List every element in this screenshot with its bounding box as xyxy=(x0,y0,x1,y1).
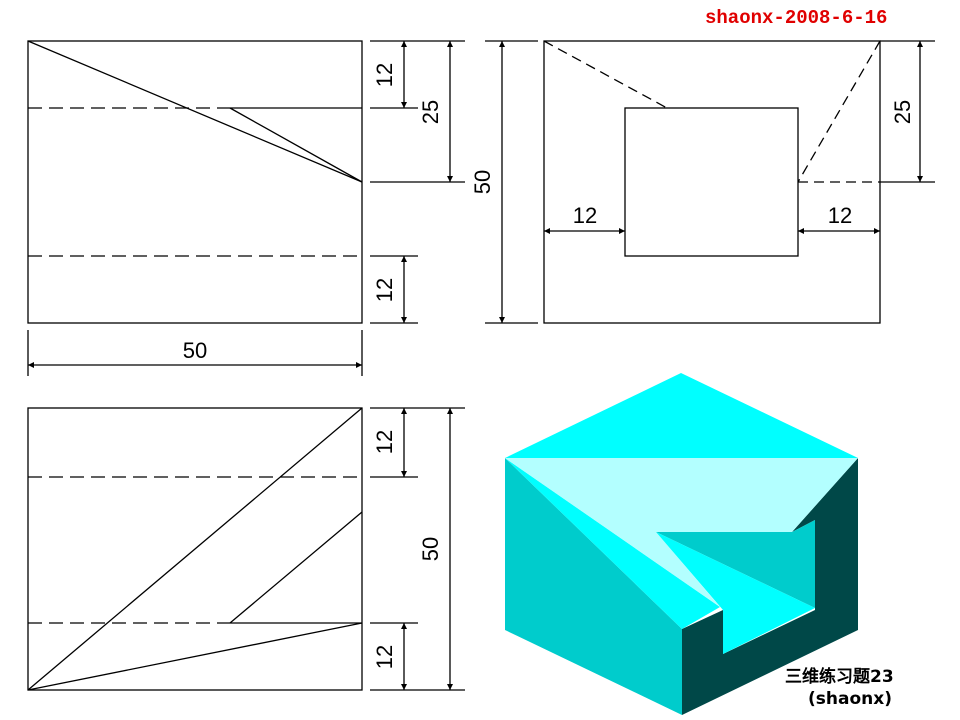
slope-face xyxy=(505,458,858,607)
right-face xyxy=(682,458,858,715)
dim-side-height: 50 xyxy=(470,170,495,194)
left-face xyxy=(505,458,682,715)
top-face xyxy=(505,373,858,458)
isometric-model xyxy=(505,373,858,715)
slope-line xyxy=(229,107,363,183)
dim-front-top: 12 xyxy=(372,63,397,87)
model-caption: 三维练习题23 xyxy=(785,666,894,687)
slope-line xyxy=(27,407,363,691)
hidden-line xyxy=(797,40,881,183)
notch-floor-face xyxy=(656,532,815,654)
dim-top-top: 12 xyxy=(372,430,397,454)
slope-strip-face xyxy=(505,458,720,629)
hidden-line xyxy=(543,40,668,109)
dim-side-right: 25 xyxy=(890,100,915,124)
notch-back-face xyxy=(656,520,815,608)
top-outline xyxy=(27,407,363,691)
dim-front-middle: 25 xyxy=(418,100,443,124)
slope-line xyxy=(229,511,363,624)
dim-front-width: 50 xyxy=(183,338,207,363)
dim-front-bottom: 12 xyxy=(372,278,397,302)
side-opening xyxy=(624,107,799,257)
front-view xyxy=(27,40,465,376)
front-outline xyxy=(27,40,363,324)
signature-text: shaonx-2008-6-16 xyxy=(705,7,887,29)
dim-top-height: 50 xyxy=(418,537,443,561)
top-view xyxy=(27,407,465,691)
side-view xyxy=(485,40,935,324)
side-outline xyxy=(543,40,881,324)
dim-side-left-offset: 12 xyxy=(573,203,597,228)
slope-line xyxy=(27,622,363,691)
slope-line xyxy=(27,40,363,183)
dim-top-bottom: 12 xyxy=(372,645,397,669)
dim-side-right-offset: 12 xyxy=(828,203,852,228)
model-author: (shaonx) xyxy=(808,689,892,709)
